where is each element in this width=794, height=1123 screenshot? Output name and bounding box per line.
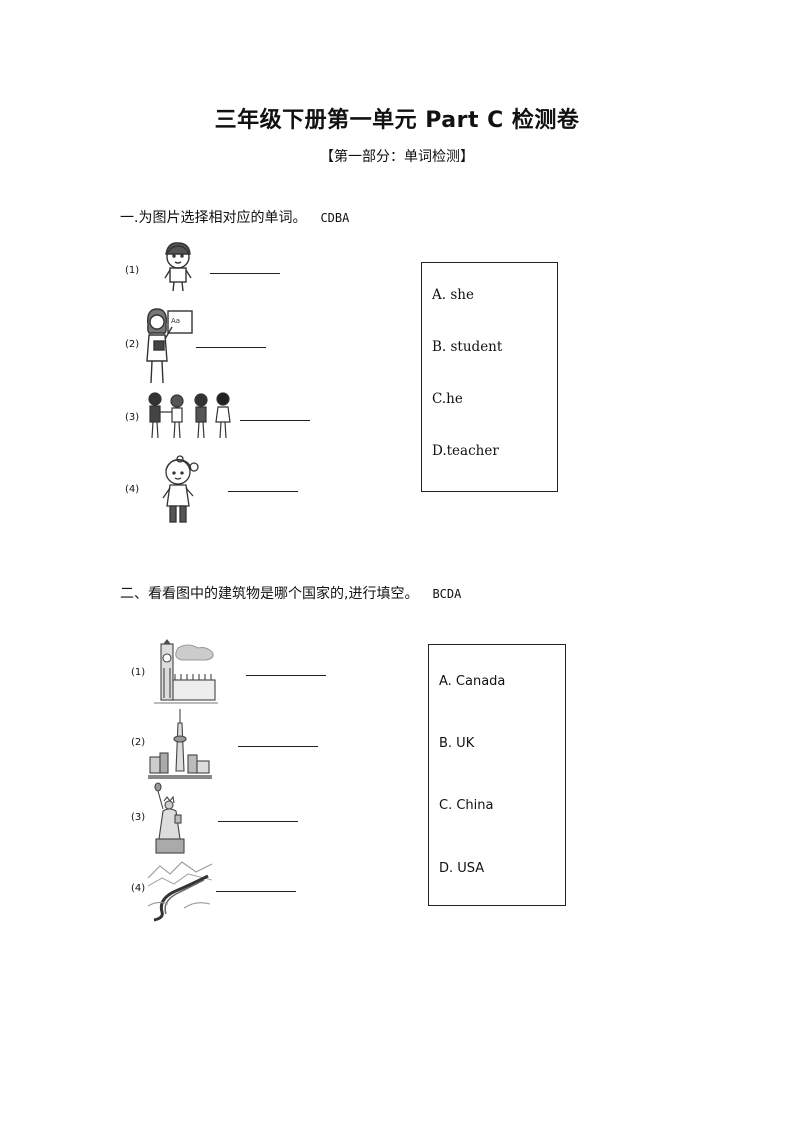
option-c: C. China <box>439 798 494 813</box>
section2-options-box: A. Canada B. UK C. China D. USA <box>428 644 566 906</box>
section2-heading-text: 二、看看图中的建筑物是哪个国家的,进行填空。 <box>120 586 419 602</box>
answer-blank[interactable] <box>246 675 326 676</box>
students-icon <box>148 392 231 439</box>
answer-blank[interactable] <box>210 273 280 274</box>
option-b: B. student <box>432 339 503 355</box>
answer-blank[interactable] <box>228 491 298 492</box>
option-a: A. Canada <box>439 674 506 689</box>
girl-icon <box>162 455 199 523</box>
section2-heading: 二、看看图中的建筑物是哪个国家的,进行填空。 BCDA <box>120 583 461 603</box>
section1-item-number: (1) <box>125 265 140 276</box>
section1-item-number: (4) <box>125 484 140 495</box>
option-a: A. she <box>432 287 474 303</box>
option-d: D. USA <box>439 861 485 876</box>
answer-blank[interactable] <box>238 746 318 747</box>
page-subtitle: 【第一部分：单词检测】 <box>320 149 474 165</box>
section1-answer: CDBA <box>320 211 350 225</box>
great-wall-icon <box>147 861 213 922</box>
section2-item-number: (3) <box>131 812 146 823</box>
section1-item-number: (2) <box>125 339 140 350</box>
section1-item-number: (3) <box>125 412 140 423</box>
section1-heading: 一.为图片选择相对应的单词。 CDBA <box>120 207 349 227</box>
option-d: D.teacher <box>432 443 499 459</box>
option-b: B. UK <box>439 736 475 751</box>
section2-item-number: (2) <box>131 737 146 748</box>
statue-of-liberty-icon <box>154 782 185 854</box>
cn-tower-icon <box>148 709 212 779</box>
page-title: 三年级下册第一单元 Part C 检测卷 <box>214 108 580 133</box>
answer-blank[interactable] <box>240 420 310 421</box>
answer-blank[interactable] <box>216 891 296 892</box>
answer-blank[interactable] <box>218 821 298 822</box>
teacher-icon: Aa <box>146 308 193 384</box>
big-ben-icon <box>154 639 218 704</box>
section1-options-box: A. she B. student C.he D.teacher <box>421 262 558 492</box>
section2-item-number: (4) <box>131 883 146 894</box>
svg-text:Aa: Aa <box>171 317 180 325</box>
section2-answer: BCDA <box>432 587 462 601</box>
section2-item-number: (1) <box>131 667 146 678</box>
option-c: C.he <box>432 391 463 407</box>
boy-icon <box>164 242 192 292</box>
section1-heading-text: 一.为图片选择相对应的单词。 <box>120 210 307 226</box>
answer-blank[interactable] <box>196 347 266 348</box>
